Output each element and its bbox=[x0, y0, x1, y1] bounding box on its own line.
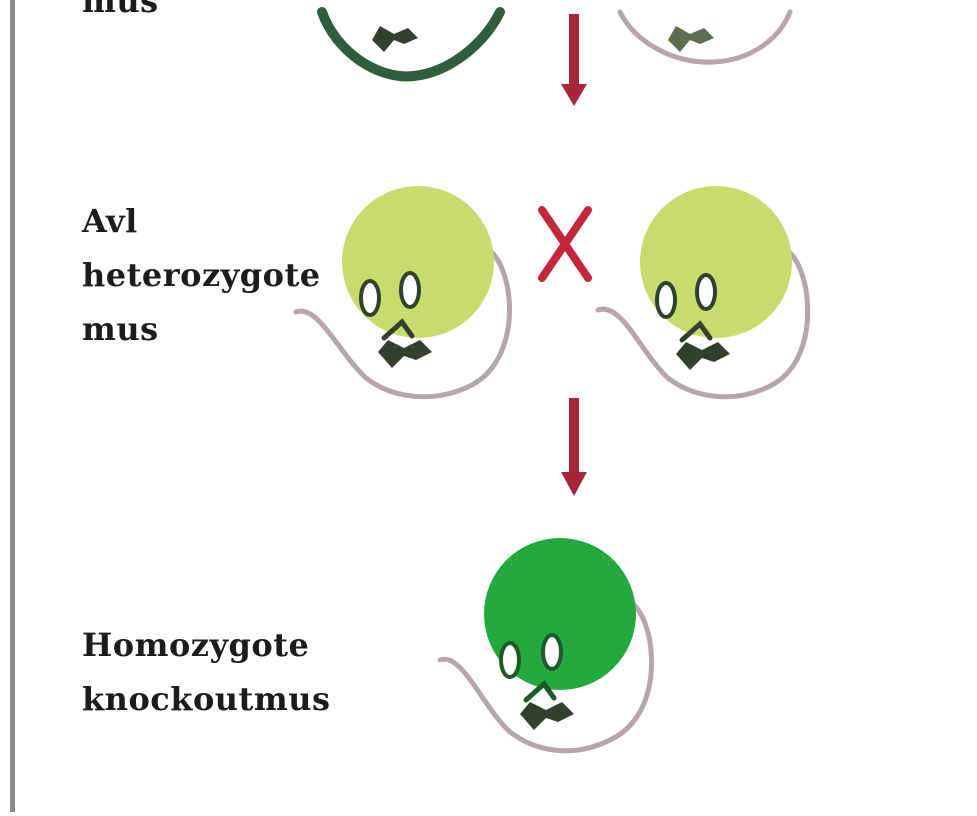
top-row-label: mus bbox=[82, 0, 159, 28]
homozygote-label-line-1: Homozygote bbox=[82, 618, 330, 672]
heterozygote-label-line-1: Avl bbox=[82, 194, 321, 248]
heterozygote-label: Avl heterozygote mus bbox=[82, 194, 321, 356]
mouse-icon bbox=[296, 186, 509, 397]
down-arrow-icon bbox=[561, 14, 587, 106]
mouse-icon bbox=[598, 186, 808, 397]
heterozygote-label-line-2: heterozygote bbox=[82, 248, 321, 302]
left-border bbox=[10, 0, 15, 812]
top-row-label-text: mus bbox=[82, 0, 159, 28]
mouse-icon bbox=[322, 12, 500, 76]
homozygote-label: Homozygote knockoutmus bbox=[82, 618, 330, 726]
homozygote-label-line-2: knockoutmus bbox=[82, 672, 330, 726]
heterozygote-label-line-3: mus bbox=[82, 302, 321, 356]
down-arrow-icon bbox=[561, 398, 587, 496]
cross-icon bbox=[542, 210, 588, 278]
mouse-icon bbox=[620, 12, 790, 62]
mouse-icon bbox=[440, 538, 651, 751]
